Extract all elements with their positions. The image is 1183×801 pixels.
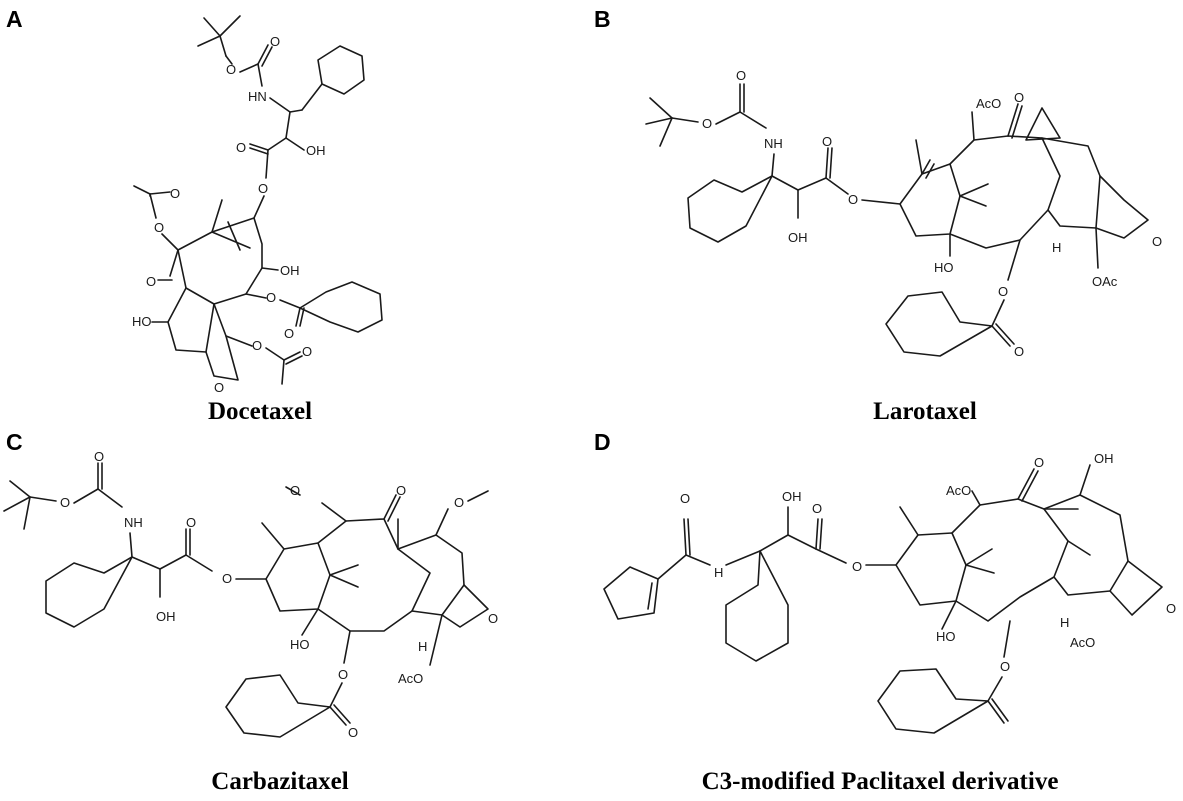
atom-o: O [258, 181, 268, 196]
atom-o: O [1000, 659, 1010, 674]
atom-o: O [822, 134, 832, 149]
atom-oh: OH [1094, 451, 1114, 466]
atom-ho: HO [936, 629, 956, 644]
panel-d: D O H N OH O O HO AcO O OH O [590, 425, 1183, 801]
atom-nh: NH [764, 136, 783, 151]
compound-name: Docetaxel [207, 398, 313, 425]
compound-name: Larotaxel [873, 398, 977, 425]
atom-aco: AcO [1070, 635, 1095, 650]
panel-letter: D [594, 429, 611, 455]
compound-name: Carbazitaxel [211, 768, 349, 795]
atom-o: O [1014, 344, 1024, 359]
atom-o: O [348, 725, 358, 740]
atom-h: H [1052, 240, 1061, 255]
paclitaxel-derivative-structure: O H N OH O O HO AcO O OH O H AcO O [603, 451, 1176, 734]
atom-o: O [338, 667, 348, 682]
atom-o: O [488, 611, 498, 626]
atom-o: O [680, 491, 690, 506]
atom-hn: HN [248, 89, 267, 104]
atom-o: O [848, 192, 858, 207]
atom-o: O [154, 220, 164, 235]
atom-o: O [736, 68, 746, 83]
panel-b: B O O NH OH O O HO AcO O H [590, 0, 1183, 430]
atom-aco: AcO [946, 483, 971, 498]
atom-h: H [714, 565, 723, 580]
panel-c: C O O NH OH O O HO O O O [0, 425, 590, 801]
atom-o: O [214, 380, 224, 395]
atom-o: O [170, 186, 180, 201]
atom-o: O [302, 344, 312, 359]
docetaxel-structure: O O HN OH O O O O O OH O [132, 15, 383, 395]
atom-aco: AcO [976, 96, 1001, 111]
atom-o: O [94, 449, 104, 464]
atom-o: O [226, 62, 236, 77]
compound-name: C3-modified Paclitaxel derivative [701, 768, 1059, 795]
atom-ho: HO [290, 637, 310, 652]
atom-o: O [284, 326, 294, 341]
atom-o: O [1152, 234, 1162, 249]
atom-oh: OH [156, 609, 176, 624]
atom-oh: OH [782, 489, 802, 504]
atom-o: O [146, 274, 156, 289]
panel-a: A O O HN OH O O O O O [0, 0, 590, 430]
atom-aco: AcO [398, 671, 423, 686]
panel-letter: B [594, 6, 611, 32]
larotaxel-structure: O O NH OH O O HO AcO O H OAc O [645, 68, 1162, 359]
atom-o: O [852, 559, 862, 574]
atom-ho: HO [934, 260, 954, 275]
panel-letter: A [6, 6, 23, 32]
atom-o: O [266, 290, 276, 305]
atom-h: H [418, 639, 427, 654]
atom-o: O [812, 501, 822, 516]
atom-o: O [60, 495, 70, 510]
atom-o: O [186, 515, 196, 530]
atom-o: O [270, 34, 280, 49]
atom-o: O [290, 483, 300, 498]
atom-oac: OAc [1092, 274, 1118, 289]
atom-o: O [222, 571, 232, 586]
atom-oh: OH [306, 143, 326, 158]
atom-o: O [454, 495, 464, 510]
atom-o: O [1014, 90, 1024, 105]
panel-letter: C [6, 429, 23, 455]
atom-o: O [1034, 455, 1044, 470]
atom-o: O [702, 116, 712, 131]
atom-o: O [998, 284, 1008, 299]
atom-o: O [1166, 601, 1176, 616]
atom-nh: NH [124, 515, 143, 530]
atom-o: O [252, 338, 262, 353]
atom-ho: HO [132, 314, 152, 329]
atom-o: O [396, 483, 406, 498]
atom-oh: OH [788, 230, 808, 245]
atom-o: O [236, 140, 246, 155]
carbazitaxel-structure: O O NH OH O O HO O O O O H AcO [3, 449, 498, 740]
atom-oh: OH [280, 263, 300, 278]
atom-h: H [1060, 615, 1069, 630]
